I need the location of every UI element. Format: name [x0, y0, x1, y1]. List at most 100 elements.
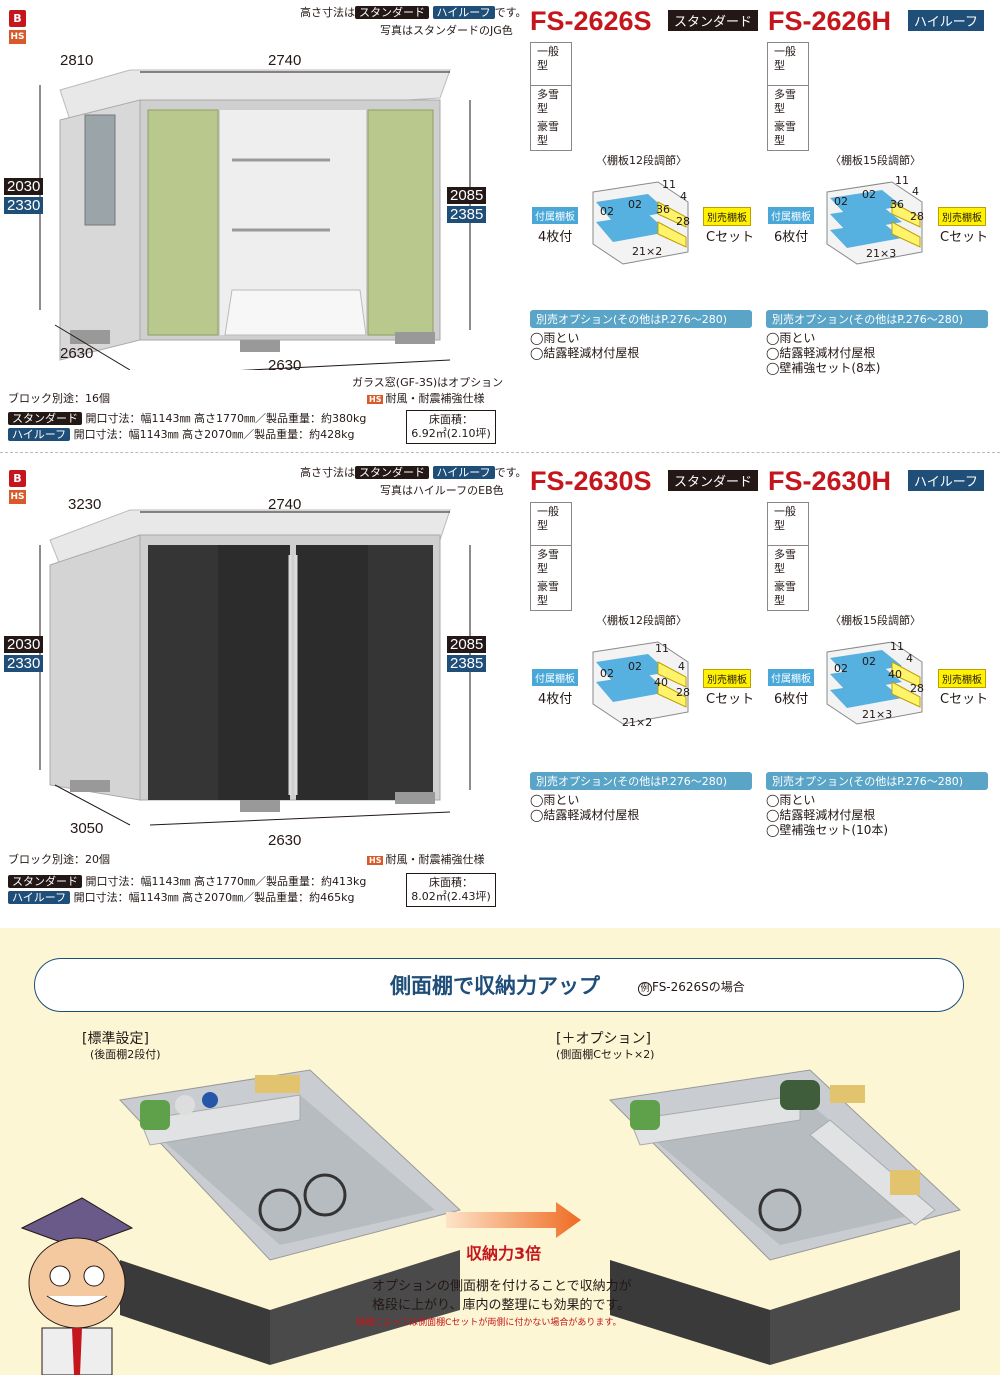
shelf-diagram-h1 [826, 181, 923, 265]
shed-illustration-2 [39, 509, 471, 826]
shelf-diagram-s1 [592, 181, 689, 265]
width-bottom-dim: 2630 [268, 357, 302, 374]
option-list-h2: ◯雨とい◯結露軽減材付屋根◯壁補強セット(10本) [766, 793, 889, 837]
glass-note: ガラス窓(GF-3S)はオプション [352, 376, 504, 389]
betsu-badge: 別売棚板 [703, 207, 751, 226]
dim-28-2: 28 [676, 686, 690, 699]
capacity-text: 収納力3倍 [466, 1244, 542, 1263]
height-std-left-dim: 2030 [4, 178, 44, 195]
option-bar-s2: 別売オプション(その他はP.276～280) [530, 772, 752, 790]
interior-standard-illustration [118, 1069, 462, 1365]
depth-bottom-dim: 2630 [60, 345, 94, 362]
dim-02a-2: 02 [600, 667, 614, 680]
option-list-s2: ◯雨とい◯結露軽減材付屋根 [530, 793, 640, 822]
shelf15-label-2: 〈棚板15段調節〉 [830, 614, 921, 627]
model-fs2626h: FS-2626H [768, 6, 892, 36]
betsu-badge-2: 別売棚板 [703, 669, 751, 688]
promo-warning: 機種によっては側面棚Cセットが両側に付かない場合があります。 [356, 1318, 622, 1328]
photo-note: 写真はスタンダードのJG色 [380, 24, 513, 37]
hs-badge-icon-2: HS [9, 490, 26, 504]
dim-02a: 02 [600, 205, 614, 218]
hr-spec-row: ハイルーフ 開口寸法：幅1143㎜ 高さ2070㎜／製品重量：約428kg [8, 428, 354, 442]
option-bar-s1: 別売オプション(その他はP.276～280) [530, 310, 752, 328]
dim-02a-h: 02 [834, 195, 848, 208]
shelf12-label-2: 〈棚板12段調節〉 [596, 614, 687, 627]
height-hr-right-dim: 2385 [447, 206, 487, 223]
promo-title: 側面棚で収納力アップ [390, 974, 600, 998]
fuzoku-badge-2: 付属棚板 [532, 669, 578, 686]
height-hr-right-dim-2: 2385 [447, 655, 487, 672]
model-fs2630s: FS-2630S [530, 466, 652, 496]
fuzoku-badge-h2: 付属棚板 [768, 669, 814, 686]
shelf-diagram-s2 [592, 641, 689, 725]
std-setting-title: [標準設定] [82, 1031, 149, 1047]
hr-model-badge-2: ハイルーフ [908, 470, 984, 491]
dim-36: 36 [656, 203, 670, 216]
std-model-badge-2: スタンダード [668, 470, 759, 491]
dim-21x3: 21×3 [866, 247, 897, 260]
width-bottom-dim-2: 2630 [268, 832, 302, 849]
dim-02b-2: 02 [628, 660, 642, 673]
cset-label-h2: Cセット [940, 692, 989, 707]
promo-desc-2: 格段に上がり、庫内の整理にも効果的です。 [372, 1298, 631, 1313]
arrow-right-icon [446, 1202, 581, 1238]
height-note: 高さ寸法はスタンダード ハイルーフです。 [300, 6, 527, 19]
dim-28-h2: 28 [910, 682, 924, 695]
width-top-dim: 2740 [268, 52, 302, 69]
dim-40-h2: 40 [888, 668, 902, 681]
interior-option-illustration [608, 1069, 962, 1365]
model-fs2630h: FS-2630H [768, 466, 892, 496]
shelf-diagram-h2 [826, 641, 923, 725]
professor-mascot-icon [20, 1197, 134, 1375]
depth-top-dim: 2810 [60, 52, 94, 69]
dim-36-h: 36 [890, 198, 904, 211]
height-hr-left-dim-2: 2330 [4, 655, 44, 672]
shed-illustration-1 [39, 69, 471, 370]
photo-note-2: 写真はハイルーフのEB色 [380, 484, 504, 497]
cset-label-h: Cセット [940, 230, 989, 245]
hr-model-badge: ハイルーフ [908, 10, 984, 31]
shelf-count-s1: 4枚付 [538, 230, 573, 245]
dim-4-h2: 4 [906, 652, 913, 665]
width-top-dim-2: 2740 [268, 496, 302, 513]
shelf-count-s2: 4枚付 [538, 692, 573, 707]
std-model-badge: スタンダード [668, 10, 759, 31]
dim-11-h: 11 [895, 174, 909, 187]
hr-spec-row-2: ハイルーフ 開口寸法：幅1143㎜ 高さ2070㎜／製品重量：約465kg [8, 891, 354, 905]
b-badge-icon-2: B [9, 470, 26, 487]
depth-bottom-dim-2: 3050 [70, 820, 104, 837]
example-badge-icon: 例 [638, 982, 652, 996]
floor-area-box-2: 床面積：8.02㎡(2.43坪) [406, 873, 496, 907]
type-list-h2: 一般型多雪型豪雪型 [767, 502, 809, 611]
type-list-s2: 一般型多雪型豪雪型 [530, 502, 572, 611]
type-list-h: 一般型多雪型豪雪型 [767, 42, 809, 151]
dim-02b: 02 [628, 198, 642, 211]
promo-title-box [34, 958, 964, 1012]
b-badge-icon: B [9, 10, 26, 27]
dim-11: 11 [662, 178, 676, 191]
dim-4-2: 4 [678, 660, 685, 673]
option-setting-sub: (側面棚Cセット×2) [556, 1048, 655, 1061]
betsu-badge-h2: 別売棚板 [938, 669, 986, 688]
dim-21x3-2: 21×3 [862, 708, 893, 721]
dim-02b-h: 02 [862, 188, 876, 201]
dim-40-2: 40 [654, 676, 668, 689]
height-note-2: 高さ寸法はスタンダード ハイルーフです。 [300, 466, 527, 479]
option-bar-h2: 別売オプション(その他はP.276～280) [766, 772, 988, 790]
height-hr-left-dim: 2330 [4, 197, 44, 214]
option-bar-h1: 別売オプション(その他はP.276～280) [766, 310, 988, 328]
floor-area-box: 床面積：6.92㎡(2.10坪) [406, 410, 496, 444]
blocks-note: ブロック別途：16個 [8, 392, 110, 405]
std-spec-row-2: スタンダード 開口寸法：幅1143㎜ 高さ1770㎜／製品重量：約413kg [8, 875, 366, 889]
dim-4: 4 [680, 190, 687, 203]
height-std-right-dim-2: 2085 [447, 636, 487, 653]
dim-21x2: 21×2 [632, 245, 663, 258]
fuzoku-badge: 付属棚板 [532, 207, 578, 224]
std-setting-sub: (後面棚2段付) [90, 1048, 161, 1061]
option-setting-title: [＋オプション] [556, 1031, 651, 1047]
dim-11-2: 11 [655, 642, 669, 655]
option-list-h1: ◯雨とい◯結露軽減材付屋根◯壁補強セット(8本) [766, 331, 881, 375]
